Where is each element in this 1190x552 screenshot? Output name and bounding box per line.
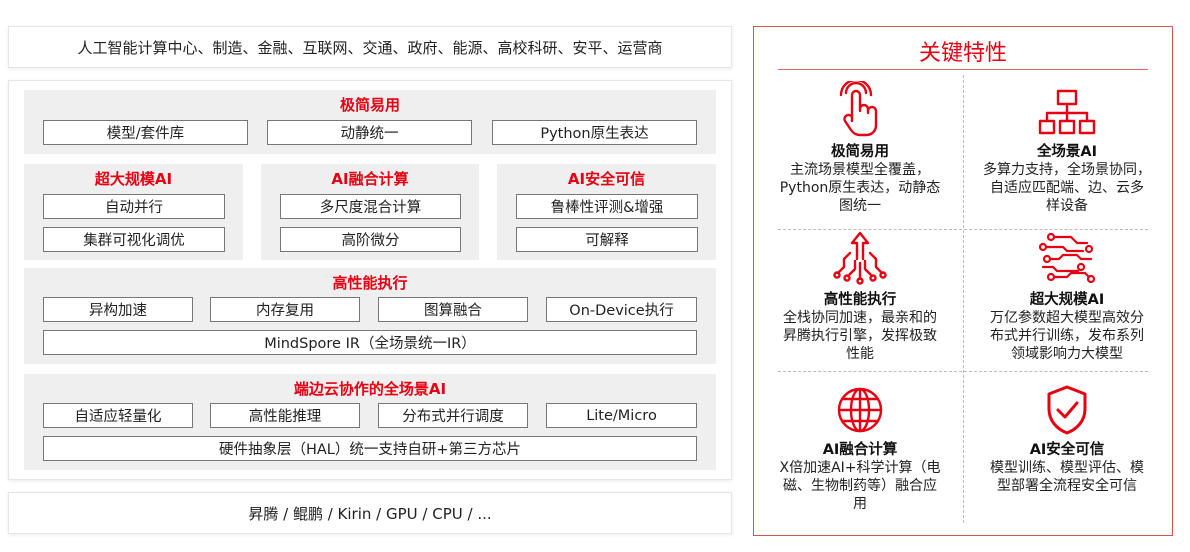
accelerate-arrow-icon <box>833 231 887 285</box>
box-distributed-scheduling: 分布式并行调度 <box>378 403 528 428</box>
section-ai-security: AI安全可信 鲁棒性评测&增强 可解释 <box>497 164 716 260</box>
box-robustness: 鲁棒性评测&增强 <box>516 194 698 219</box>
section-high-perf: 高性能执行 异构加速 内存复用 图算融合 On-Device执行 MindSpo… <box>24 268 716 364</box>
desc-line: 领域影响力大模型 <box>1011 346 1123 362</box>
touch-hand-icon <box>839 81 878 137</box>
industry-text: 人工智能计算中心、制造、金融、互联网、交通、政府、能源、高校科研、安平、运营商 <box>77 38 663 57</box>
desc-line: 全栈协同加速，最亲和的 <box>783 310 937 326</box>
row-divider-1 <box>778 229 1148 230</box>
feature-simple: 极简易用 主流场景模型全覆盖， Python原生表达，动静态 图统一 <box>758 81 962 215</box>
feature-large-scale-desc: 万亿参数超大模型高效分 布式并行训练，发布系列 领域影响力大模型 <box>964 309 1170 363</box>
row-divider-2 <box>778 371 1148 372</box>
feature-large-scale: 超大规模AI 万亿参数超大模型高效分 布式并行训练，发布系列 领域影响力大模型 <box>964 229 1170 363</box>
section-ai-security-title: AI安全可信 <box>567 170 646 188</box>
desc-line: 用 <box>853 496 867 512</box>
vertical-divider <box>963 75 964 523</box>
box-lite-micro: Lite/Micro <box>546 403 697 428</box>
feature-high-perf-title: 高性能执行 <box>823 292 897 308</box>
desc-line: 多算力支持，全场景协同， <box>983 162 1151 178</box>
section-large-scale-title: 超大规模AI <box>94 170 173 188</box>
desc-line: 型部署全流程安全可信 <box>997 478 1137 494</box>
box-graph-kernel-fusion: 图算融合 <box>378 297 528 322</box>
feature-ai-fusion-title: AI融合计算 <box>822 442 898 458</box>
circuit-icon <box>1038 232 1096 284</box>
desc-line: 模型训练、模型评估、模 <box>990 460 1144 476</box>
desc-line: 图统一 <box>839 198 881 214</box>
desc-line: 昇腾执行引擎，发挥极致 <box>783 328 937 344</box>
desc-line: 布式并行训练，发布系列 <box>990 328 1144 344</box>
hardware-bar: 昇腾 / 鲲鹏 / Kirin / GPU / CPU / ... <box>8 492 732 534</box>
box-adaptive-lightweight: 自适应轻量化 <box>43 403 193 428</box>
key-features-title: 关键特性 <box>918 41 1007 66</box>
box-cluster-tuning: 集群可视化调优 <box>43 227 225 252</box>
section-ai-fusion: AI融合计算 多尺度混合计算 高阶微分 <box>261 164 479 260</box>
feature-ai-fusion: AI融合计算 X倍加速AI+科学计算（电 磁、生物制药等）融合应 用 <box>758 383 962 513</box>
box-dynamic-static: 动静统一 <box>267 120 472 145</box>
feature-simple-title: 极简易用 <box>831 144 889 160</box>
title-underline <box>778 69 1148 70</box>
desc-line: 万亿参数超大模型高效分 <box>990 310 1144 326</box>
desc-line: 样设备 <box>1046 198 1088 214</box>
section-ai-fusion-title: AI融合计算 <box>331 170 409 188</box>
box-hal: 硬件抽象层（HAL）统一支持自研+第三方芯片 <box>43 436 697 461</box>
section-high-perf-title: 高性能执行 <box>332 274 408 292</box>
globe-circuit-icon <box>837 387 883 433</box>
section-edge-cloud-title: 端边云协作的全场景AI <box>293 380 447 398</box>
feature-all-scenario-title: 全场景AI <box>1036 144 1098 160</box>
network-tree-icon <box>1038 89 1096 135</box>
feature-ai-security-desc: 模型训练、模型评估、模 型部署全流程安全可信 <box>964 459 1170 495</box>
box-hetero-accel: 异构加速 <box>43 297 193 322</box>
feature-high-perf-desc: 全栈协同加速，最亲和的 昇腾执行引擎，发挥极致 性能 <box>758 309 962 363</box>
box-model-library: 模型/套件库 <box>43 120 248 145</box>
desc-line: 自适应匹配端、边、云多 <box>990 180 1144 196</box>
feature-high-perf: 高性能执行 全栈协同加速，最亲和的 昇腾执行引擎，发挥极致 性能 <box>758 229 962 363</box>
section-simple-title: 极简易用 <box>339 96 400 114</box>
feature-large-scale-title: 超大规模AI <box>1029 292 1105 308</box>
box-high-perf-inference: 高性能推理 <box>210 403 360 428</box>
key-features-panel: 关键特性 极简易用 主流场景模型全覆盖， Python原生表达，动静态 图统一 <box>753 26 1173 536</box>
box-multiscale: 多尺度混合计算 <box>280 194 461 219</box>
section-simple: 极简易用 模型/套件库 动静统一 Python原生表达 <box>24 90 716 154</box>
feature-all-scenario: 全场景AI 多算力支持，全场景协同， 自适应匹配端、边、云多 样设备 <box>964 81 1170 215</box>
feature-ai-security: AI安全可信 模型训练、模型评估、模 型部署全流程安全可信 <box>964 383 1170 495</box>
section-edge-cloud: 端边云协作的全场景AI 自适应轻量化 高性能推理 分布式并行调度 Lite/Mi… <box>24 374 716 470</box>
feature-ai-security-title: AI安全可信 <box>1029 442 1105 458</box>
hardware-text: 昇腾 / 鲲鹏 / Kirin / GPU / CPU / ... <box>248 504 492 523</box>
feature-ai-fusion-desc: X倍加速AI+科学计算（电 磁、生物制药等）融合应 用 <box>758 459 962 513</box>
box-on-device: On-Device执行 <box>546 297 697 322</box>
box-python-native: Python原生表达 <box>492 120 697 145</box>
desc-line: X倍加速AI+科学计算（电 <box>779 460 941 476</box>
feature-simple-desc: 主流场景模型全覆盖， Python原生表达，动静态 图统一 <box>758 161 962 215</box>
box-explainable: 可解释 <box>516 227 698 252</box>
box-auto-parallel: 自动并行 <box>43 194 225 219</box>
desc-line: Python原生表达，动静态 <box>779 180 941 196</box>
box-higher-order-diff: 高阶微分 <box>280 227 461 252</box>
box-mindspore-ir: MindSpore IR（全场景统一IR） <box>43 330 697 355</box>
industry-bar: 人工智能计算中心、制造、金融、互联网、交通、政府、能源、高校科研、安平、运营商 <box>8 26 732 68</box>
desc-line: 性能 <box>846 346 874 362</box>
section-large-scale: 超大规模AI 自动并行 集群可视化调优 <box>24 164 243 260</box>
box-memory-reuse: 内存复用 <box>210 297 360 322</box>
shield-check-icon <box>1047 385 1087 435</box>
feature-all-scenario-desc: 多算力支持，全场景协同， 自适应匹配端、边、云多 样设备 <box>964 161 1170 215</box>
desc-line: 磁、生物制药等）融合应 <box>783 478 937 494</box>
desc-line: 主流场景模型全覆盖， <box>790 162 930 178</box>
